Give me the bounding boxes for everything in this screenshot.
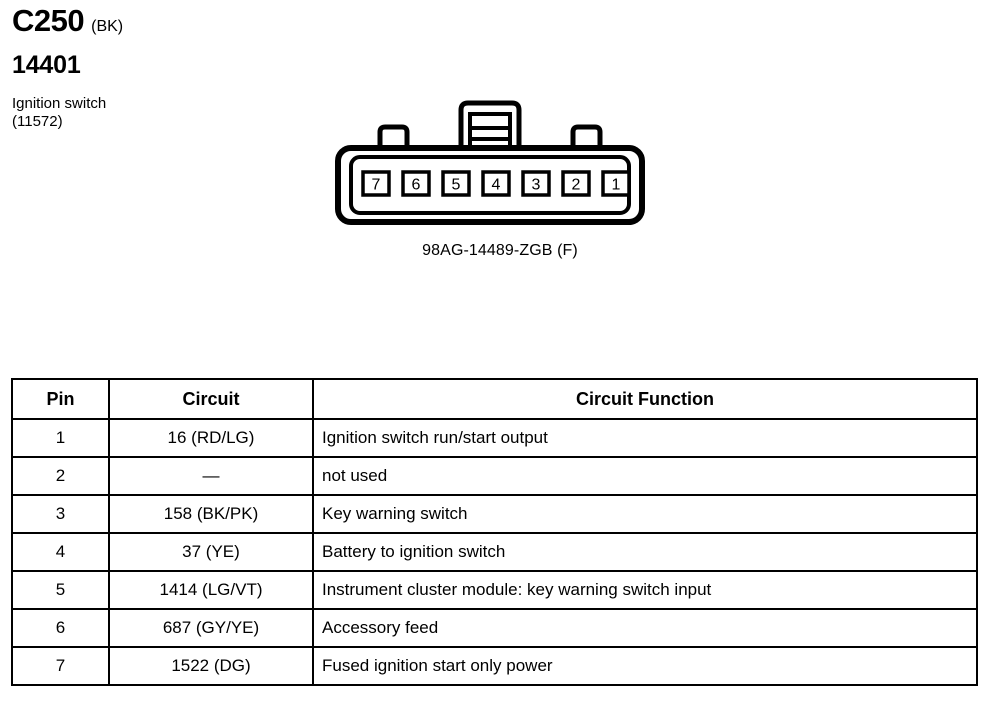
cell-pin: 6	[11, 608, 110, 648]
cell-circuit: —	[108, 456, 314, 496]
cell-circuit-function: Instrument cluster module: key warning s…	[312, 570, 978, 610]
cell-pin: 1	[11, 418, 110, 458]
cell-circuit: 16 (RD/LG)	[108, 418, 314, 458]
connector-latch-icon	[458, 100, 522, 153]
pin-number-2: 2	[572, 177, 581, 194]
connector-figure: 7 6 5 4 3 2 1 98AG-14489-ZGB (F)	[330, 98, 670, 268]
column-header-pin: Pin	[11, 378, 110, 420]
cell-circuit-function: Battery to ignition switch	[312, 532, 978, 572]
connector-pin-group: 7 6 5 4 3 2 1	[361, 170, 631, 197]
pin-cavity-4	[481, 170, 511, 197]
cell-pin: 4	[11, 532, 110, 572]
column-header-circuit-function: Circuit Function	[312, 378, 978, 420]
cell-pin: 7	[11, 646, 110, 686]
connector-id-line: C250 (BK)	[12, 4, 332, 40]
pin-number-6: 6	[412, 177, 421, 194]
pin-number-1: 1	[612, 177, 621, 194]
table-row: 2—not used	[11, 456, 978, 496]
pin-cavity-6	[401, 170, 431, 197]
connector-header: C250 (BK) 14401 Ignition switch (11572)	[12, 4, 332, 131]
table-header-row: Pin Circuit Circuit Function	[11, 378, 978, 420]
cell-pin: 2	[11, 456, 110, 496]
cell-circuit: 1414 (LG/VT)	[108, 570, 314, 610]
connector-number: 14401	[12, 51, 81, 79]
connector-color-code: (BK)	[91, 18, 124, 35]
pin-cavity-3	[521, 170, 551, 197]
component-name: Ignition switch	[12, 95, 107, 112]
connector-part-number: 98AG-14489-ZGB (F)	[422, 242, 578, 259]
pin-cavity-7	[361, 170, 391, 197]
component-number: (11572)	[12, 113, 63, 130]
cell-pin: 3	[11, 494, 110, 534]
cell-circuit: 1522 (DG)	[108, 646, 314, 686]
pin-number-4: 4	[492, 177, 501, 194]
connector-right-tab-icon	[570, 124, 603, 153]
connector-id: C250	[12, 3, 85, 38]
pin-number-5: 5	[452, 177, 461, 194]
connector-left-tab-icon	[377, 124, 410, 153]
cell-circuit-function: Ignition switch run/start output	[312, 418, 978, 458]
pin-number-3: 3	[532, 177, 541, 194]
cell-circuit: 158 (BK/PK)	[108, 494, 314, 534]
pin-cavity-1	[601, 170, 631, 197]
column-header-circuit: Circuit	[108, 378, 314, 420]
component-block: Ignition switch (11572)	[12, 95, 332, 131]
cell-circuit-function: Accessory feed	[312, 608, 978, 648]
cell-circuit-function: not used	[312, 456, 978, 496]
cell-pin: 5	[11, 570, 110, 610]
connector-drawing: 7 6 5 4 3 2 1	[335, 100, 645, 225]
pin-number-7: 7	[372, 177, 381, 194]
pin-cavity-2	[561, 170, 591, 197]
cell-circuit-function: Key warning switch	[312, 494, 978, 534]
cell-circuit: 687 (GY/YE)	[108, 608, 314, 648]
cell-circuit: 37 (YE)	[108, 532, 314, 572]
pin-cavity-5	[441, 170, 471, 197]
cell-circuit-function: Fused ignition start only power	[312, 646, 978, 686]
